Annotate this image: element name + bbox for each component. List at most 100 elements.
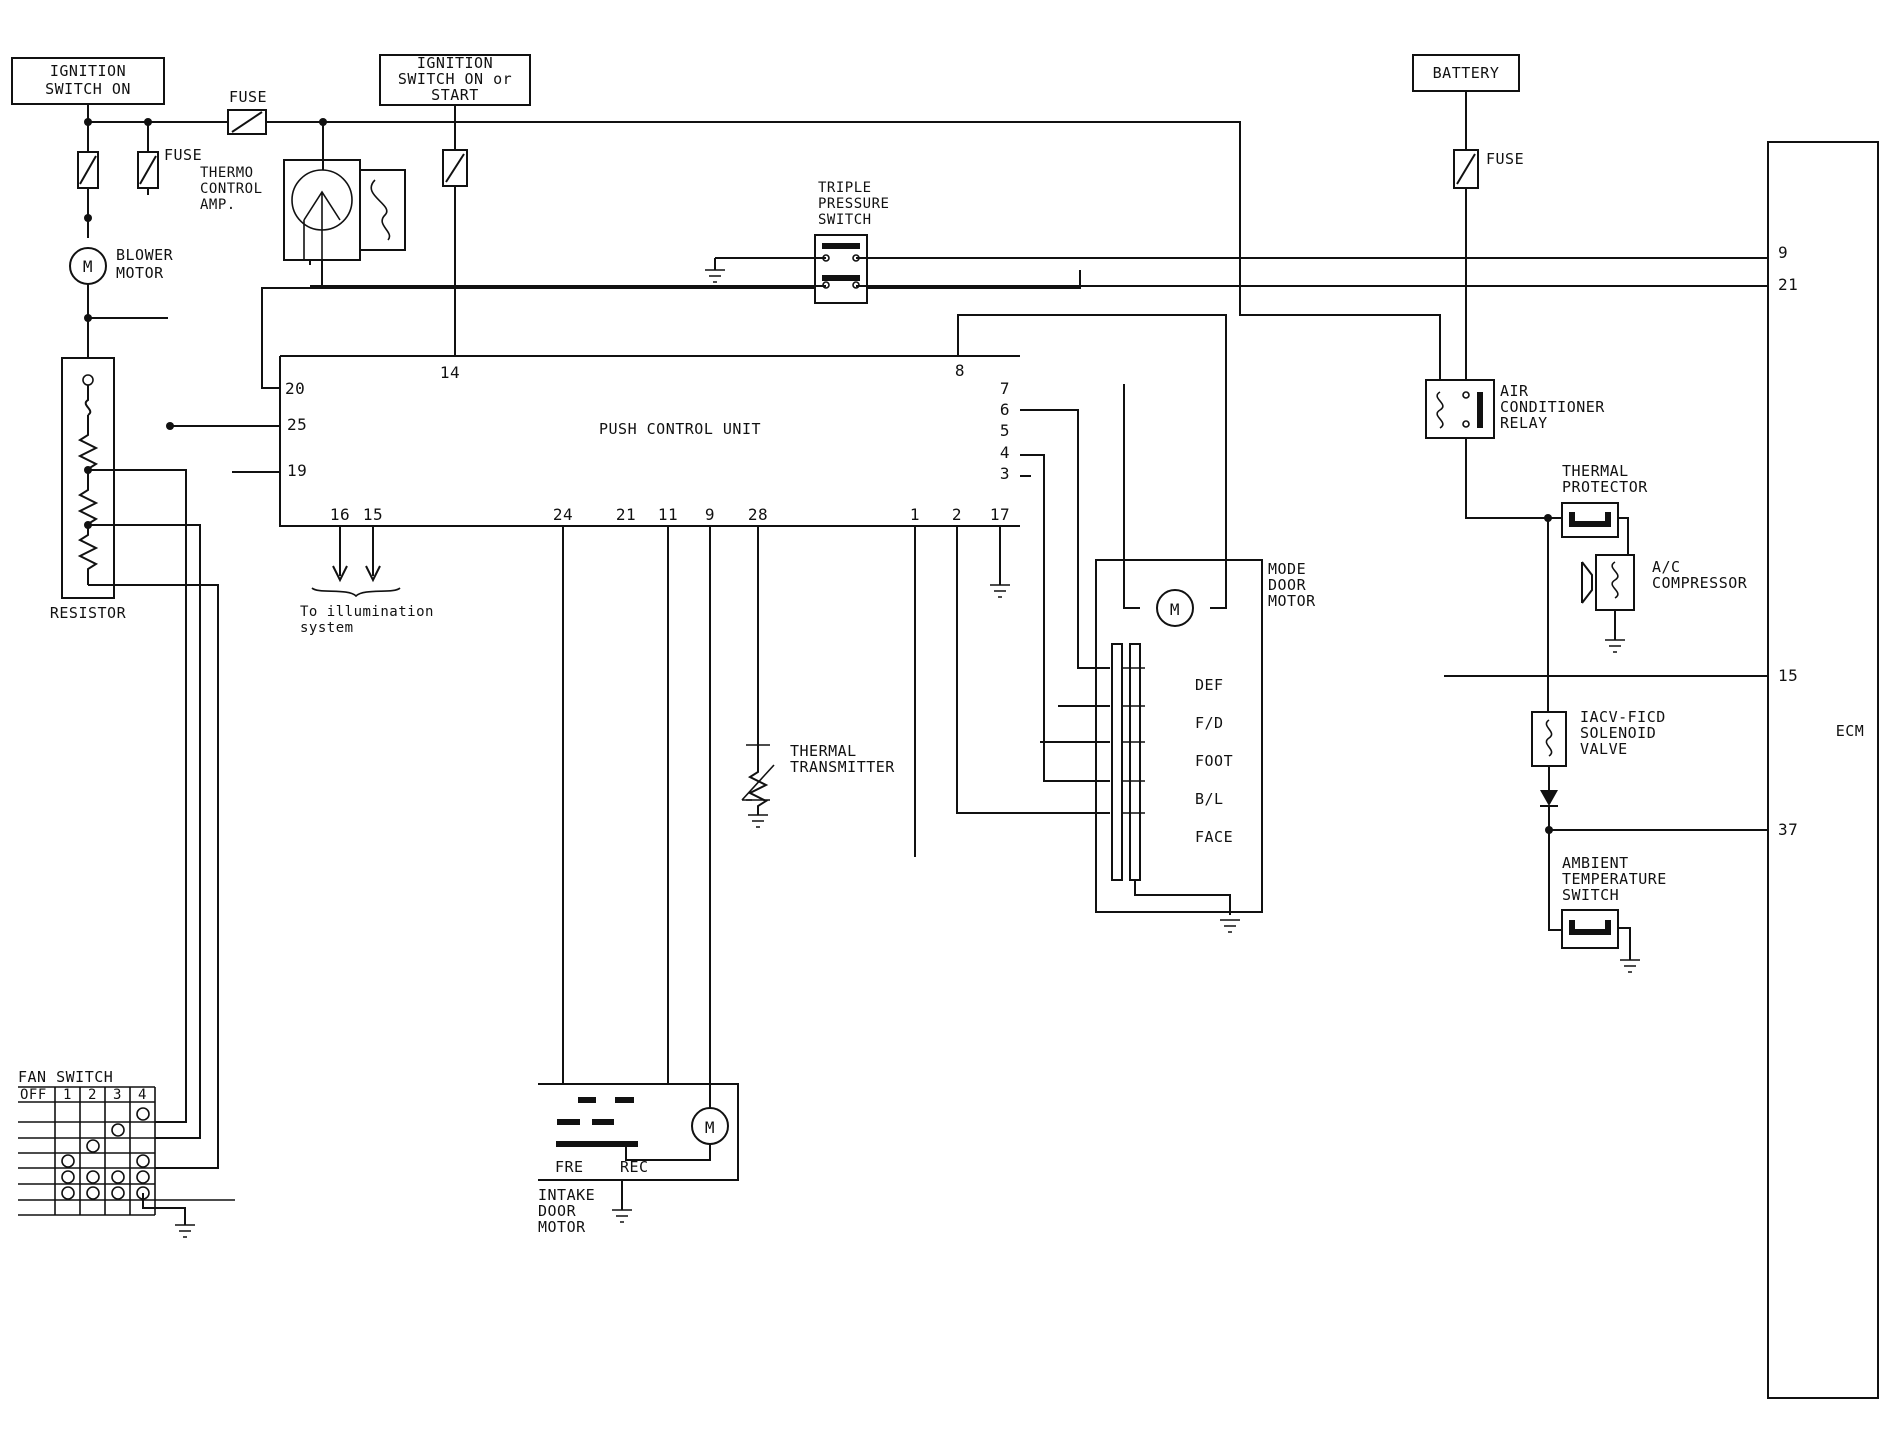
ambient-temperature-switch: AMBIENT TEMPERATURE SWITCH [1561,854,1667,949]
ambient-label-1: AMBIENT [1562,854,1629,872]
ign-start-label-2: SWITCH ON or [398,70,512,88]
triple-label-2: PRESSURE [818,196,889,212]
illumination-label-1: To illumination [300,604,434,620]
ac-relay-label-1: AIR [1500,382,1529,400]
ecm-pin-15: 15 [1778,666,1798,685]
push-control-unit: PUSH CONTROL UNIT 20 25 19 14 8 7 6 5 4 … [279,355,1020,527]
pin-6: 6 [1000,400,1010,419]
mode-label-3: MOTOR [1268,592,1316,610]
fuse-main: FUSE [227,88,267,135]
ecm: ECM 9 21 15 37 [1767,141,1879,1399]
fan-col-1: 1 [63,1087,72,1103]
pin-19: 19 [287,461,307,480]
fuse-label: FUSE [229,88,267,106]
air-conditioner-relay: AIR CONDITIONER RELAY [1425,379,1605,439]
intake-door-motor: M FRE REC INTAKE DOOR MOTOR [538,1083,739,1236]
ecm-pin-9: 9 [1778,243,1788,262]
fuse3-label: FUSE [1486,150,1524,168]
battery-label: BATTERY [1433,64,1500,82]
fan-switch-label: FAN SWITCH [18,1068,113,1086]
ambient-label-2: TEMPERATURE [1562,870,1667,888]
intake-motor-m: M [705,1118,715,1137]
battery: BATTERY [1412,54,1520,92]
blower-motor-m: M [83,257,93,276]
thermo-label-1: THERMO [200,165,254,181]
mode-door-motor: M MODE DOOR MOTOR DEF F/D FOOT B/L FACE [1095,559,1316,913]
compressor-label-1: A/C [1652,558,1681,576]
fuse-ign-start [442,149,468,187]
thermal-tx-label-1: THERMAL [790,742,857,760]
ecm-pin-37: 37 [1778,820,1798,839]
pin-21: 21 [616,505,636,524]
triple-label-3: SWITCH [818,212,872,228]
mode-label-1: MODE [1268,560,1306,578]
thermo-control-amp: THERMO CONTROL AMP. [200,122,406,261]
ign-start-label-3: START [431,86,479,104]
triple-pressure-switch: TRIPLE PRESSURE SWITCH [814,180,889,304]
fuse-second: FUSE [137,146,202,189]
pin-7: 7 [1000,379,1010,398]
ignition-on-label-1: IGNITION [50,62,126,80]
ac-relay-label-3: RELAY [1500,414,1548,432]
pin-17: 17 [990,505,1010,524]
ignition-switch-start: IGNITION SWITCH ON or START [379,54,531,106]
pin-1: 1 [910,505,920,524]
ignition-on-label-2: SWITCH ON [45,80,131,98]
pin-16: 16 [330,505,350,524]
iacv-label-2: SOLENOID [1580,724,1656,742]
thermal-prot-label-2: PROTECTOR [1562,478,1648,496]
mode-motor-m: M [1170,600,1180,619]
triple-label-1: TRIPLE [818,180,872,196]
pin-28: 28 [748,505,768,524]
blower-motor: M BLOWER MOTOR [69,246,174,285]
pin-25: 25 [287,415,307,434]
thermo-label-3: AMP. [200,197,236,213]
fuse2-label: FUSE [164,146,202,164]
fan-col-3: 3 [113,1087,122,1103]
ignition-switch-on: IGNITION SWITCH ON [11,57,165,105]
blower-label-1: BLOWER [116,246,174,264]
fan-switch: FAN SWITCH OFF 1 2 3 4 [18,1068,235,1238]
fd-label: F/D [1195,714,1224,732]
thermo-label-2: CONTROL [200,181,263,197]
resistor-label: RESISTOR [50,604,127,622]
pin-2: 2 [952,505,962,524]
fre-label: FRE [555,1158,584,1176]
illumination-output: To illumination system [300,526,434,636]
illumination-label-2: system [300,620,354,636]
pin-3: 3 [1000,464,1010,483]
ecm-pin-21: 21 [1778,275,1798,294]
pin-11: 11 [658,505,678,524]
ambient-label-3: SWITCH [1562,886,1619,904]
foot-label: FOOT [1195,752,1233,770]
pin-9: 9 [705,505,715,524]
ign-start-label-1: IGNITION [417,54,493,72]
pin-5: 5 [1000,421,1010,440]
iacv-label-3: VALVE [1580,740,1628,758]
iacv-label-1: IACV-FICD [1580,708,1666,726]
intake-label-3: MOTOR [538,1218,586,1236]
face-label: FACE [1195,828,1233,846]
fuse-blower [77,151,99,189]
pin-24: 24 [553,505,573,524]
intake-label-2: DOOR [538,1202,577,1220]
intake-label-1: INTAKE [538,1186,595,1204]
fan-col-off: OFF [20,1087,47,1103]
thermal-protector: THERMAL PROTECTOR [1561,462,1648,538]
thermal-tx-label-2: TRANSMITTER [790,758,895,776]
fan-col-4: 4 [138,1087,147,1103]
ecm-label: ECM [1836,722,1865,740]
pin-20: 20 [285,379,305,398]
thermal-transmitter: THERMAL TRANSMITTER [741,742,895,828]
fuse-battery: FUSE [1453,149,1524,189]
pin-15: 15 [363,505,383,524]
iacv-ficd-solenoid-valve: IACV-FICD SOLENOID VALVE [1531,708,1666,767]
fan-col-2: 2 [88,1087,97,1103]
ac-compressor: A/C COMPRESSOR [1581,554,1748,611]
compressor-label-2: COMPRESSOR [1652,574,1748,592]
rec-label: REC [620,1158,649,1176]
pin-8: 8 [955,361,965,380]
thermal-prot-label-1: THERMAL [1562,462,1629,480]
def-label: DEF [1195,676,1224,694]
